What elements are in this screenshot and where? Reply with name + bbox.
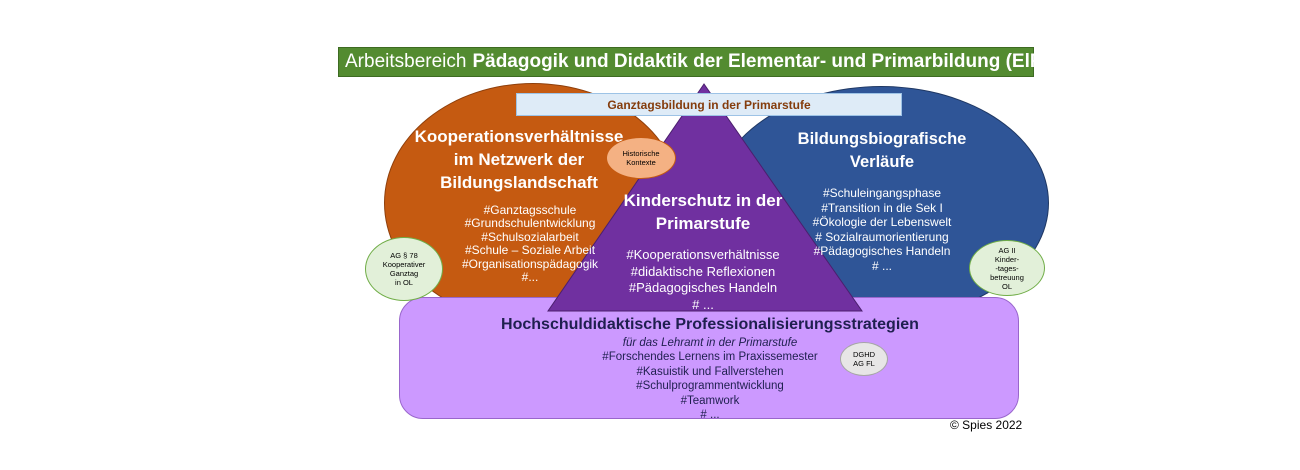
bubble-line: Kinder- <box>994 254 1020 264</box>
center-heading-line: Primarstufe <box>655 214 751 233</box>
list-item: #Kooperationsverhältnisse <box>626 247 780 262</box>
list-item: #Forschendes Lernens im Praxissemester <box>602 351 818 363</box>
bubble-line: OL <box>1001 281 1012 291</box>
list-item: #Pädagogisches Handeln <box>813 244 951 258</box>
right-list: #Schuleingangsphase #Transition in die S… <box>800 186 964 273</box>
bubble-line: Kontexte <box>626 158 656 167</box>
historische-kontexte-bubble: Historische Kontexte <box>606 137 676 179</box>
center-list: #Kooperationsverhältnisse #didaktische R… <box>582 247 824 313</box>
list-item: #Ökologie der Lebenswelt <box>812 215 952 229</box>
bubble-line: in OL <box>395 278 413 287</box>
left-heading-line: Kooperationsverhältnisse <box>414 127 624 146</box>
copyright-note: © Spies 2022 <box>950 418 1023 432</box>
dghd-bubble: DGHD AG FL <box>840 342 888 376</box>
left-list: #Ganztagsschule #Grundschulentwicklung #… <box>440 203 620 285</box>
left-heading: Kooperationsverhältnisse im Netzwerk der… <box>404 125 634 194</box>
bubble-line: Kooperativer <box>382 260 426 269</box>
list-item: # ... <box>692 296 714 312</box>
title-banner: Arbeitsbereich Pädagogik und Didaktik de… <box>338 47 1062 77</box>
list-item: #Schulprogrammentwicklung <box>636 380 784 392</box>
title-main: Pädagogik und Didaktik der Elementar- un… <box>472 51 1062 72</box>
list-item: # ... <box>871 258 892 273</box>
list-item: #Ganztagsschule <box>483 203 577 217</box>
list-item: #Grundschulentwicklung <box>464 216 596 231</box>
list-item: #Pädagogisches Handeln <box>628 280 778 295</box>
list-item: #Schuleingangsphase <box>822 186 942 200</box>
list-item: #Teamwork <box>680 394 740 407</box>
ag78-bubble: AG § 78 Kooperativer Ganztag in OL <box>365 237 443 301</box>
bottom-heading: Hochschuldidaktische Professionalisierun… <box>501 316 919 333</box>
ag2-bubble: AG II Kinder- -tages- betreuung OL <box>969 240 1045 296</box>
center-heading-line: Kinderschutz in der <box>623 191 783 210</box>
bubble-line: AG FL <box>853 359 875 368</box>
list-item: # ... <box>700 409 720 421</box>
list-item: #Schule – Soziale Arbeit <box>464 243 596 258</box>
list-item: #Kasuistik und Fallverstehen <box>636 365 784 378</box>
right-heading-line: Bildungsbiografische <box>797 130 967 148</box>
list-item: #Transition in die Sek I <box>821 200 943 215</box>
ganztag-banner: Ganztagsbildung in der Primarstufe <box>516 93 902 116</box>
list-item: #didaktische Reflexionen <box>630 263 776 279</box>
bubble-line: Historische <box>622 149 660 158</box>
title-prefix: Arbeitsbereich <box>345 51 467 72</box>
right-heading: Bildungsbiografische Verläufe <box>782 128 982 174</box>
list-item: # Sozialraumorientierung <box>815 229 949 244</box>
hochschuldidaktik-box <box>399 297 1019 419</box>
center-heading: Kinderschutz in der Primarstufe <box>610 189 796 235</box>
bubble-line: -tages- <box>995 263 1019 273</box>
bottom-list: #Forschendes Lernens im Praxissemester #… <box>420 350 1000 423</box>
list-item: #... <box>521 270 539 285</box>
left-heading-line: im Netzwerk der <box>453 150 585 169</box>
list-item: #Organisationspädagogik <box>461 256 599 271</box>
bottom-subtitle: für das Lehramt in der Primarstufe <box>622 337 798 349</box>
list-item: #Schulsozialarbeit <box>481 229 579 244</box>
bubble-line: AG § 78 <box>390 251 418 260</box>
bubble-line: AG II <box>998 245 1016 255</box>
bubble-line: Ganztag <box>389 269 419 278</box>
right-heading-line: Verläufe <box>849 153 915 171</box>
bubble-line: DGHD <box>852 350 876 359</box>
bubble-line: betreuung <box>990 272 1024 282</box>
left-heading-line: Bildungslandschaft <box>440 173 598 192</box>
